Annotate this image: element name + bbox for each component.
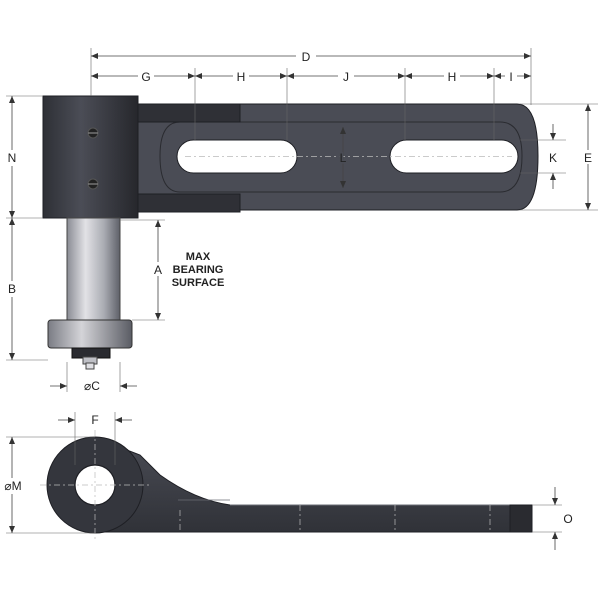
dim-label-H1: H	[237, 70, 246, 84]
hub-plate-top	[129, 103, 241, 123]
dim-label-K: K	[549, 151, 557, 165]
dim-label-I: I	[509, 70, 512, 84]
set-screw-top	[87, 127, 99, 139]
dim-label-A: A	[154, 263, 162, 277]
dim-label-M: ⌀M	[4, 479, 21, 493]
side-pin-hole	[74, 464, 116, 506]
note-line-1: MAX	[186, 251, 211, 263]
arm-plate	[129, 103, 539, 211]
dim-label-J: J	[343, 70, 349, 84]
dim-label-N: N	[8, 151, 17, 165]
set-screw-bottom	[87, 178, 99, 190]
side-arm-end	[509, 504, 533, 533]
side-view	[40, 430, 533, 540]
note-line-3: SURFACE	[172, 277, 225, 289]
hub-plate-bottom	[129, 193, 241, 213]
dim-label-E: E	[584, 151, 592, 165]
note-line-2: BEARING	[173, 264, 224, 276]
top-view	[42, 95, 539, 370]
dimensions: D G H J H I N	[2, 48, 598, 550]
side-arm-profile	[94, 437, 533, 533]
hinge-pin	[66, 217, 121, 321]
dim-label-B: B	[8, 282, 16, 296]
arm-recess-outline	[159, 121, 523, 193]
dim-label-L: L	[340, 151, 347, 165]
dim-label-D: D	[302, 50, 311, 64]
dim-label-F: F	[91, 413, 98, 427]
grease-fitting	[82, 356, 98, 370]
pin-collar	[47, 319, 133, 349]
dim-label-C: ⌀C	[84, 379, 100, 393]
dim-label-O: O	[563, 512, 572, 526]
hinge-barrel	[42, 95, 139, 219]
dim-label-G: G	[141, 70, 150, 84]
dim-label-H2: H	[448, 70, 457, 84]
